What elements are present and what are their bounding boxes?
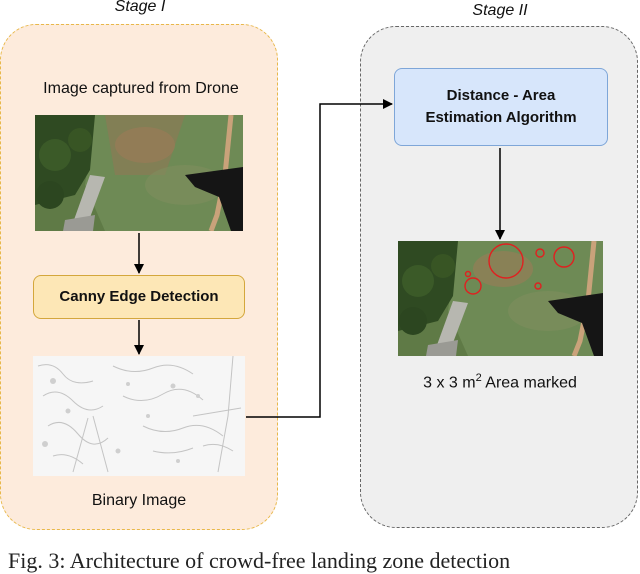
algorithm-label-line-1: Distance - Area xyxy=(446,87,556,104)
algorithm-label-line-2: Estimation Algorithm xyxy=(425,109,577,126)
stage-1-title: Stage I xyxy=(114,0,166,15)
marked-area-image xyxy=(398,241,603,356)
marked-area-caption: 3 x 3 m2 Area marked xyxy=(380,372,620,392)
marked-area-caption-suffix: Area marked xyxy=(481,374,577,392)
marked-area-caption-prefix: 3 x 3 m xyxy=(423,374,476,392)
figure-caption: Fig. 3: Architecture of crowd-free landi… xyxy=(8,548,511,573)
distance-area-estimation-box: Distance - Area Estimation Algorithm xyxy=(394,68,608,146)
drone-image-caption: Image captured from Drone xyxy=(43,80,239,97)
binary-image xyxy=(33,356,245,476)
marked-area-caption-superscript: 2 xyxy=(475,372,482,384)
binary-image-caption: Binary Image xyxy=(91,492,187,509)
drone-image xyxy=(35,115,243,231)
stage-2-title: Stage II xyxy=(472,2,528,19)
canny-edge-detection-box: Canny Edge Detection xyxy=(33,275,245,319)
